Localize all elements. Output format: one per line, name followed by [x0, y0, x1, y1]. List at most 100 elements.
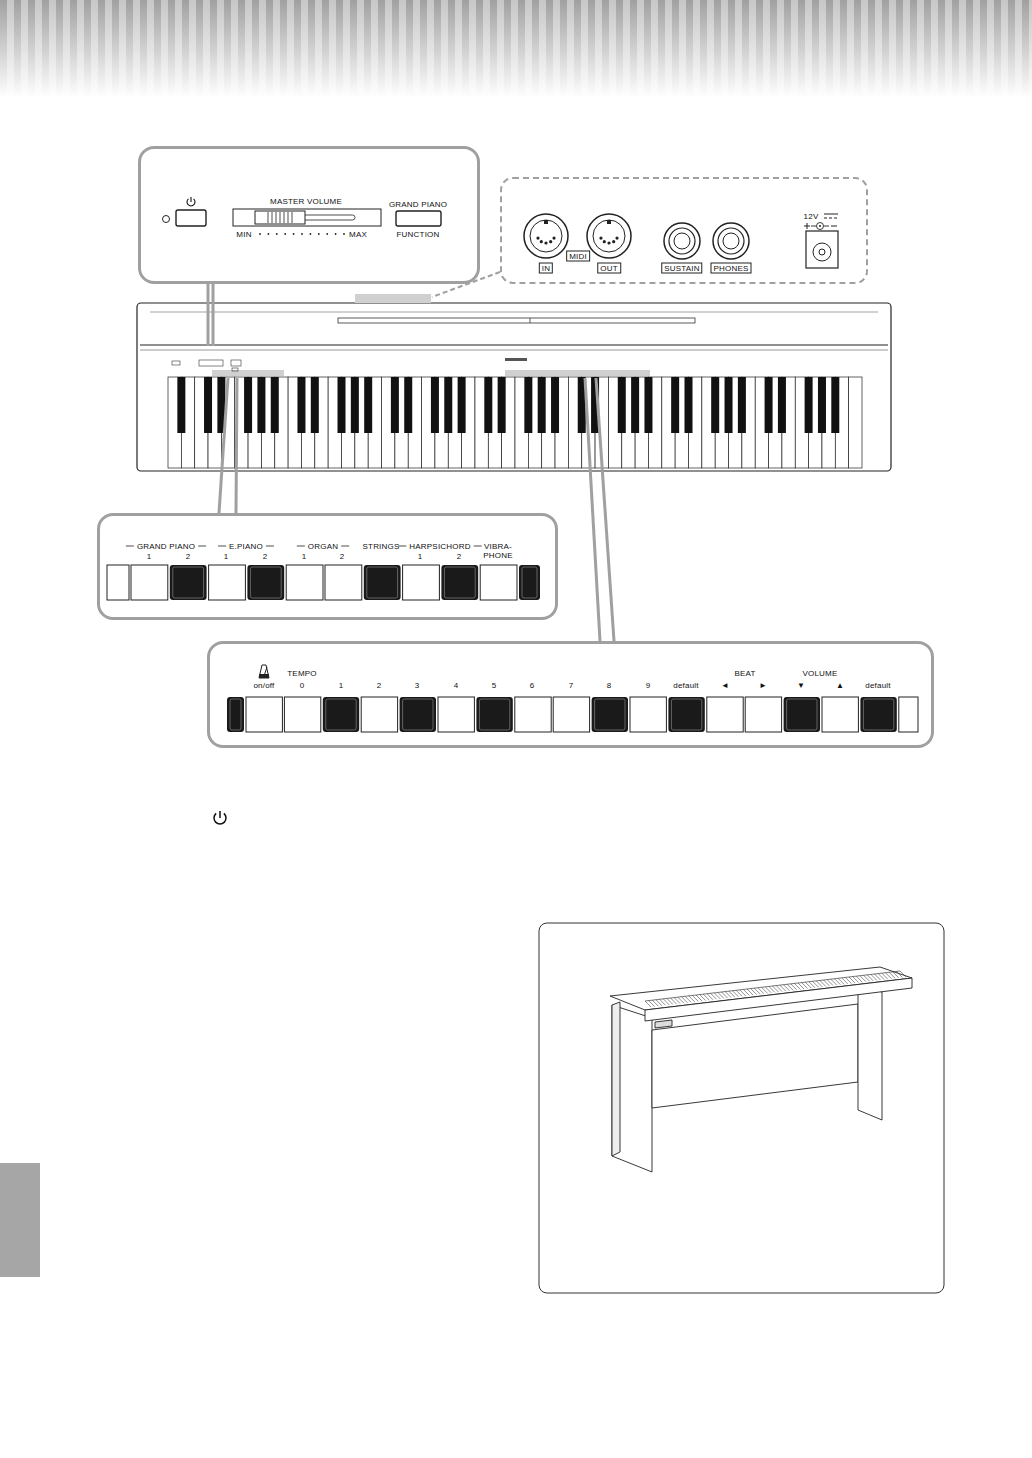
black-key-bevel: [173, 567, 204, 598]
black-key-bevel: [403, 699, 433, 730]
control-label: MIDI: [566, 251, 590, 262]
black-key: [524, 377, 532, 433]
control-label: VIBRA- PHONE: [483, 542, 512, 560]
midi-socket-inner: [593, 220, 625, 252]
scale-dot: [268, 233, 270, 235]
leader-line: [236, 378, 237, 513]
black-key: [364, 565, 401, 600]
midi-socket: [587, 214, 631, 258]
stand-frame: [539, 923, 944, 1293]
black-key: [498, 377, 506, 433]
polarity-plus: [804, 223, 810, 229]
black-key: [444, 377, 452, 433]
stand-back-panel: [652, 1004, 858, 1108]
leader-line: [596, 378, 614, 641]
midi-socket: [524, 214, 568, 258]
white-key: [515, 697, 551, 732]
black-key: [618, 377, 626, 433]
white-key: [209, 565, 246, 600]
control-label: E.PIANO: [229, 542, 263, 551]
midi-pin: [552, 236, 555, 239]
black-key: [738, 377, 746, 433]
white-key: [822, 697, 858, 732]
white-key: [899, 697, 918, 732]
header-fade: [0, 0, 1032, 98]
control-label: GRAND PIANO: [389, 200, 447, 209]
callout-panel: GRAND PIANO12E.PIANO12ORGAN12STRINGSHARP…: [97, 513, 558, 620]
midi-pin: [549, 240, 552, 243]
stand-right-leg: [858, 985, 882, 1120]
scale-dot: [284, 233, 286, 235]
control-label: 2: [457, 552, 462, 561]
group-dash: [126, 546, 134, 547]
control-label: 9: [646, 681, 651, 690]
black-key: [458, 377, 466, 433]
stand-left-edge: [612, 1002, 620, 1156]
scale-dot: [318, 233, 320, 235]
piano-body: [137, 303, 891, 471]
knob-grip: [292, 212, 293, 223]
black-key-bevel: [863, 699, 893, 730]
black-key: [338, 377, 346, 433]
control-label: STRINGS: [363, 542, 400, 551]
black-key: [831, 377, 839, 433]
knob-grip: [276, 212, 277, 223]
metronome-icon: [259, 665, 269, 678]
power-symbol: [214, 811, 226, 824]
leader-line-dashed: [432, 272, 500, 297]
lid-line: [150, 312, 878, 313]
black-key: [818, 377, 826, 433]
control-label: MIN: [236, 230, 251, 239]
music-rest-divider: [530, 318, 531, 323]
control-label: 2: [340, 552, 345, 561]
knob-grip: [272, 212, 273, 223]
black-key: [551, 377, 559, 433]
polarity-minus: [831, 226, 837, 227]
voice-keys-art: [107, 565, 540, 600]
white-key: [553, 697, 589, 732]
white-key: [107, 565, 129, 600]
control-label: 6: [530, 681, 535, 690]
scale-dot: [326, 233, 328, 235]
control-label: ◄: [721, 681, 729, 690]
black-key-bevel: [367, 567, 398, 598]
midi-notch: [607, 220, 611, 224]
black-key: [784, 697, 820, 732]
black-key: [271, 377, 279, 433]
white-key: [361, 697, 397, 732]
scale-dot: [301, 233, 303, 235]
knob-grip: [280, 212, 281, 223]
dc-jack-pin: [819, 249, 825, 255]
control-label: 1: [339, 681, 344, 690]
black-key: [404, 377, 412, 433]
power-icon-bar: [219, 811, 221, 818]
dc-jack: [806, 231, 838, 268]
knob-grip: [288, 212, 289, 223]
black-key: [244, 377, 252, 433]
tiny-control: [199, 360, 223, 366]
jack-hole: [674, 233, 690, 249]
black-key: [778, 377, 786, 433]
panel-highlight: [505, 370, 650, 376]
rear-highlight: [355, 294, 431, 303]
black-key: [519, 565, 540, 600]
stand-bracket: [655, 1020, 672, 1028]
midi-pin: [607, 241, 610, 244]
control-label: default: [865, 681, 890, 690]
scale-dot: [310, 233, 312, 235]
control-label: on/off: [253, 681, 274, 690]
midi-socket-inner: [530, 220, 562, 252]
scale-dot: [276, 233, 278, 235]
black-key-bevel: [479, 699, 509, 730]
control-label: OUT: [597, 263, 621, 274]
callout-panel: INMIDIOUTSUSTAINPHONES12V: [500, 177, 868, 284]
lid-edge: [140, 345, 888, 346]
slider-knob: [255, 211, 305, 224]
group-dash: [341, 546, 349, 547]
grand-piano-button: [396, 211, 441, 226]
black-key: [364, 377, 372, 433]
midi-notch: [544, 220, 548, 224]
black-key: [431, 377, 439, 433]
black-key: [860, 697, 896, 732]
black-key: [711, 377, 719, 433]
